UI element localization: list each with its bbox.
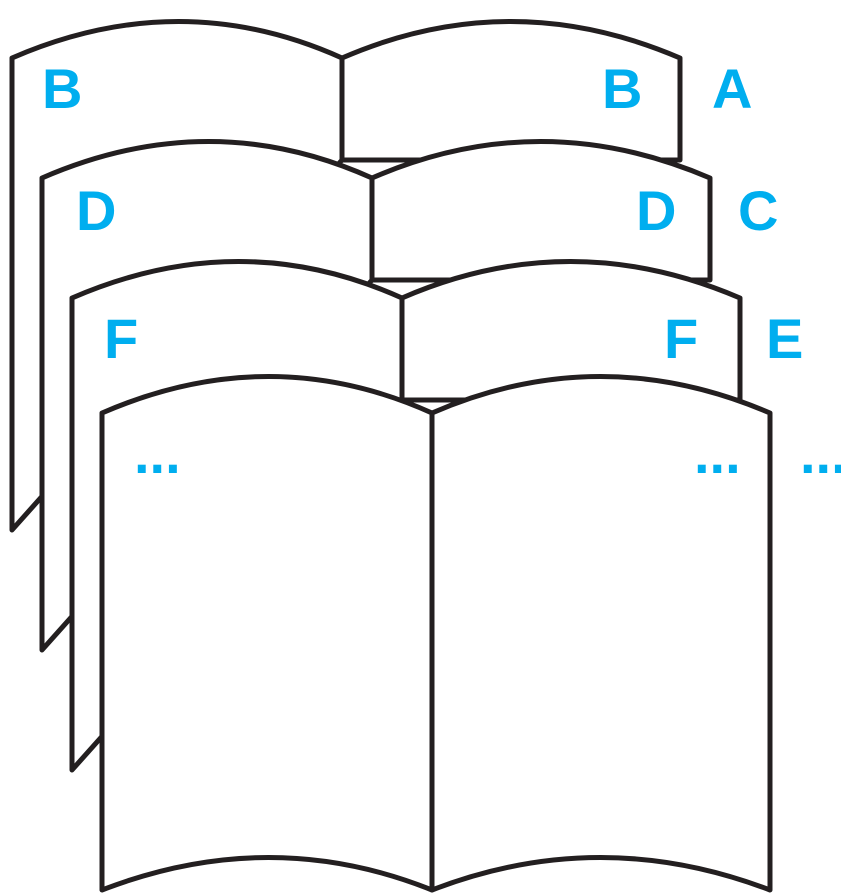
sheet-1-left-page-label: B <box>42 57 82 120</box>
sheet-4-right-page-label: ... <box>694 422 741 485</box>
sheet-1-right-page-label: B <box>602 57 642 120</box>
sheet-2-right-page-label: D <box>636 179 676 242</box>
sheet-2-left-page-label: D <box>76 179 116 242</box>
sheet-4: ... ... ... <box>102 377 841 891</box>
sheet-3-right-page-label: F <box>664 307 698 370</box>
sheet-3-left-page-label: F <box>104 307 138 370</box>
sheet-4-left-page-label: ... <box>134 422 181 485</box>
sheet-1-outside-label: A <box>712 57 752 120</box>
sheet-2-outside-label: C <box>738 179 778 242</box>
sheet-3-outside-label: E <box>766 307 803 370</box>
sheet-4-outside-label: ... <box>800 422 841 485</box>
sheet-4-outline <box>102 377 770 891</box>
